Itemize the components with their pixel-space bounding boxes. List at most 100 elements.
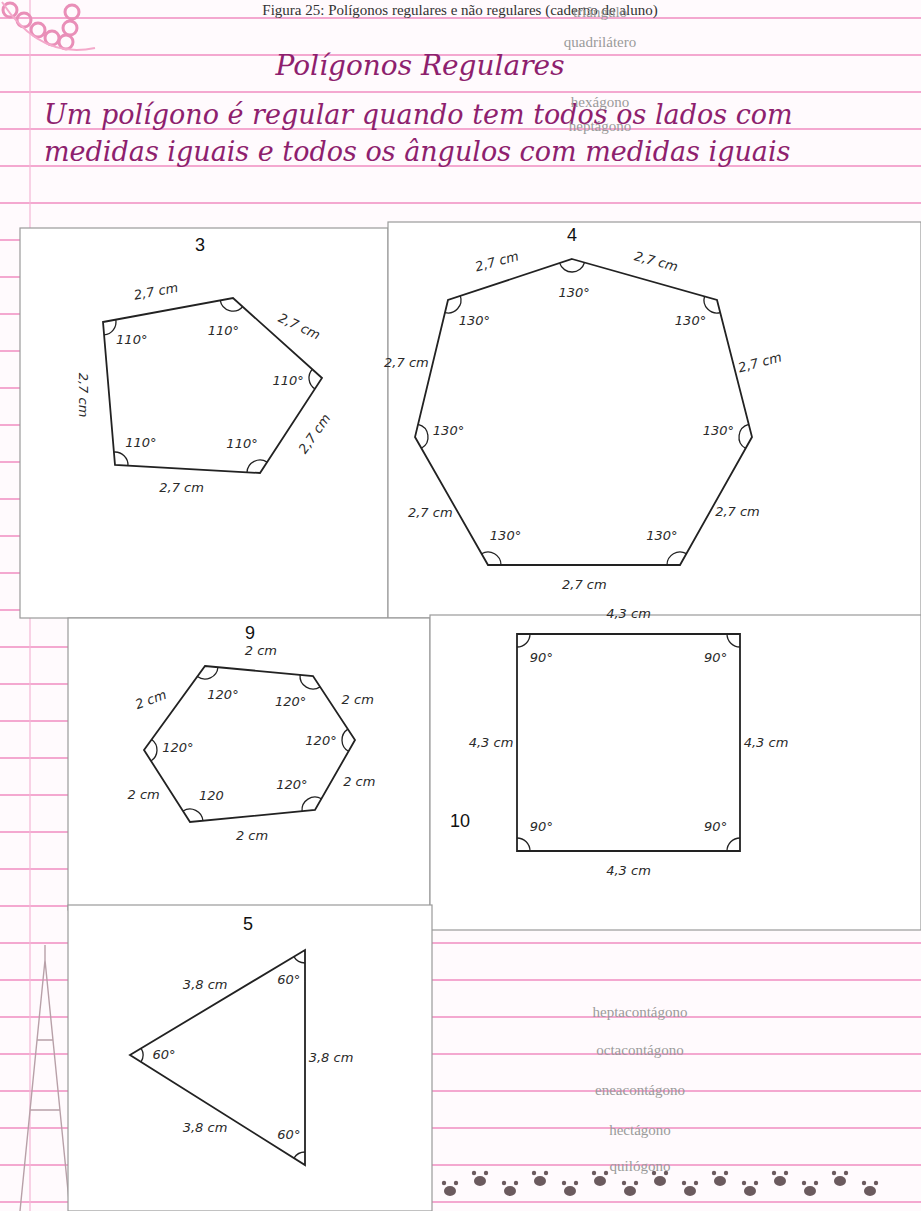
paw-toe (844, 1171, 848, 1175)
background-word: quilógono (610, 1158, 671, 1175)
angle-arc (294, 1152, 305, 1158)
paw-print (804, 1186, 816, 1196)
paw-toe (472, 1171, 476, 1175)
polygon-outline (103, 298, 322, 473)
angle-measure: 130° (559, 286, 590, 300)
definition-text: Um polígono é regular quando tem todos o… (44, 96, 904, 170)
paw-toe (712, 1171, 716, 1175)
angle-arc (300, 675, 320, 689)
background-word: heptágono (569, 118, 631, 135)
paw-print (624, 1186, 636, 1196)
angle-measure: 130° (703, 424, 734, 438)
paper-cutouts (20, 222, 921, 1211)
polygons (103, 259, 752, 1165)
angle-measure: 110° (226, 437, 257, 451)
paw-toe (754, 1181, 758, 1185)
paw-toe (454, 1181, 458, 1185)
polygon-outline (415, 259, 752, 565)
figure-number: 3 (195, 236, 205, 256)
angle-arc (104, 320, 116, 335)
side-length: 3,8 cm (183, 1120, 228, 1134)
angle-arc (220, 300, 242, 311)
paw-print (834, 1176, 846, 1186)
angle-measure: 60° (277, 1128, 300, 1142)
paw-print (714, 1176, 726, 1186)
paw-toe (784, 1171, 788, 1175)
paw-print (474, 1176, 486, 1186)
paw-print (594, 1176, 606, 1186)
figure-number: 5 (243, 915, 253, 935)
paw-toe (532, 1171, 536, 1175)
figure-number: 9 (245, 624, 255, 644)
paw-toe (634, 1181, 638, 1185)
angle-measure: 120 (199, 789, 224, 803)
side-length: 2 cm (342, 693, 374, 707)
angle-arc (667, 552, 686, 565)
angle-arc (560, 263, 585, 272)
angle-arc (309, 369, 315, 389)
figure-number: 4 (567, 226, 577, 246)
paw-toe (502, 1181, 506, 1185)
angle-measure: 130° (459, 314, 490, 328)
angle-measure: 90° (530, 651, 553, 665)
paw-toe (802, 1181, 806, 1185)
angle-measure: 130° (675, 314, 706, 328)
paw-print (744, 1186, 756, 1196)
paw-print (684, 1186, 696, 1196)
side-length: 4,3 cm (606, 607, 651, 621)
angle-arc (197, 667, 218, 679)
angle-arc (294, 957, 305, 963)
side-length: 2,7 cm (715, 505, 760, 519)
angle-measure: 60° (152, 1048, 175, 1062)
angle-measure: 90° (704, 651, 727, 665)
background-word: triângulo (573, 4, 627, 21)
angle-measure: 90° (704, 820, 727, 834)
angle-arc (739, 424, 749, 448)
angle-measure: 120° (305, 734, 336, 748)
paw-toe (484, 1171, 488, 1175)
angle-measure: 110° (208, 323, 239, 337)
side-length: 2 cm (343, 775, 375, 789)
paw-toe (682, 1181, 686, 1185)
angle-measure: 130° (490, 529, 521, 543)
paw-print (444, 1186, 456, 1196)
angle-measure: 130° (646, 529, 677, 543)
side-length: 2,7 cm (76, 372, 90, 417)
paw-toe (832, 1171, 836, 1175)
polygon-outline (130, 950, 305, 1165)
paw-print (504, 1186, 516, 1196)
polygon-outline (517, 634, 740, 851)
angle-arc (517, 634, 530, 647)
side-length: 2 cm (127, 788, 159, 802)
paw-print (864, 1186, 876, 1196)
bead-string (2, 2, 95, 50)
angle-measure: 120° (207, 688, 238, 702)
bead-ornament (3, 3, 79, 49)
side-length: 2,7 cm (159, 481, 204, 495)
eiffel-tower (20, 945, 70, 1211)
side-length: 4,3 cm (606, 864, 651, 878)
paw-toe (514, 1181, 518, 1185)
background-word: hectágono (609, 1122, 671, 1139)
background-word: quadrilátero (564, 34, 636, 51)
angle-arc (704, 296, 720, 313)
angle-arc (482, 552, 501, 565)
angle-measure: 60° (277, 973, 300, 987)
paw-toe (814, 1181, 818, 1185)
paw-toe (724, 1171, 728, 1175)
paw-toe (544, 1171, 548, 1175)
angle-measure: 120° (162, 741, 193, 755)
angle-arc (418, 424, 428, 448)
angle-arc (247, 460, 267, 472)
paw-toe (574, 1181, 578, 1185)
angle-arc (302, 797, 321, 811)
paw-toe (874, 1181, 878, 1185)
paw-print (774, 1176, 786, 1186)
angle-arc (727, 838, 740, 851)
angle-arc (114, 452, 128, 466)
background-word: heptacontágono (593, 1004, 688, 1021)
paw-print-border (442, 1171, 878, 1196)
polygon-outline (144, 666, 355, 822)
paw-print (654, 1176, 666, 1186)
background-word: octacontágono (596, 1042, 683, 1059)
